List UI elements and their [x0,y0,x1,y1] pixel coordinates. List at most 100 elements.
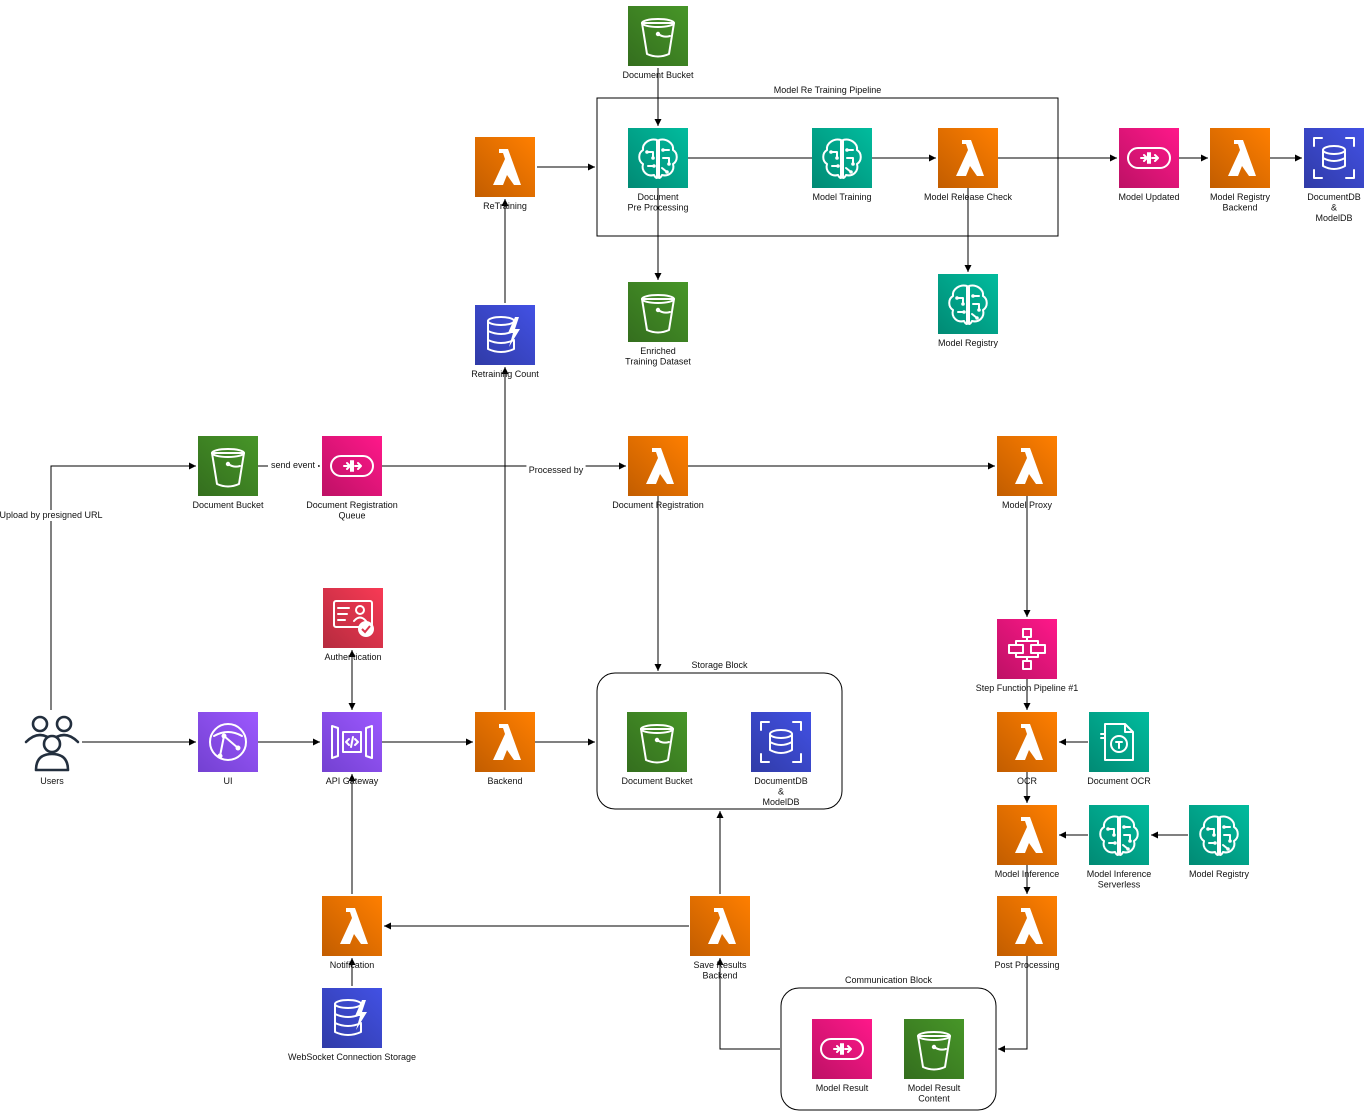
brain-icon [1089,805,1149,865]
communication-block-title: Communication Block [845,975,933,985]
edge-users-to-doc-bucket-mid: Upload by presigned URL [0,462,196,710]
model-training-node[interactable]: Model Training [812,128,872,202]
queue-icon [812,1019,872,1079]
storage-documentdb-node[interactable]: DocumentDB&ModelDB [751,712,811,807]
lambda-icon [938,128,998,188]
connector-arrow [998,956,1028,1053]
queue-icon [322,436,382,496]
storage-block-frame [596,672,843,810]
websocket-storage-node[interactable]: WebSocket Connection Storage [288,988,416,1062]
backend-label: Backend [487,776,522,786]
doc-registration-label: Document Registration [612,500,704,510]
authentication-label: Authentication [324,652,381,662]
database-icon [1304,128,1364,188]
model-updated-label: Model Updated [1118,192,1179,202]
edge-label-background [526,465,586,476]
api-gateway-node[interactable]: API Gateway [322,712,382,786]
api-gateway-label: API Gateway [326,776,379,786]
retraining-node[interactable]: ReTraining [475,137,535,211]
step-function-node[interactable]: Step Function Pipeline #1 [976,619,1079,693]
model-result-label: Model Result [816,1083,869,1093]
communication-block-group: Communication Block [780,975,997,1111]
ocr-node[interactable]: OCR [997,712,1057,786]
ui-label: UI [224,776,233,786]
notification-label: Notification [330,960,375,970]
textract-icon [1089,712,1149,772]
storage-doc-bucket-node[interactable]: Document Bucket [621,712,693,786]
model-registry-bottom-label: Model Registry [1189,869,1250,879]
storage-block-title: Storage Block [691,660,748,670]
storage-documentdb-label: DocumentDB&ModelDB [754,776,808,807]
backend-node[interactable]: Backend [475,712,535,786]
brain-icon [812,128,872,188]
edge-label: Processed by [529,465,584,475]
lambda-icon [997,712,1057,772]
brain-icon [628,128,688,188]
doc-bucket-mid-label: Document Bucket [192,500,264,510]
queue-icon [1119,128,1179,188]
model-registry-bottom-node[interactable]: Model Registry [1189,805,1250,879]
retraining-pipeline-group: Model Re Training Pipeline [596,85,1059,237]
lambda-icon [628,436,688,496]
bucket-icon [904,1019,964,1079]
cloudfront-icon [198,712,258,772]
document-ocr-node[interactable]: Document OCR [1087,712,1151,786]
connector-arrow [716,958,780,1050]
database-icon [751,712,811,772]
model-registry-top-label: Model Registry [938,338,999,348]
dynamodb-icon [475,305,535,365]
edge-label: Upload by presigned URL [0,510,103,520]
brain-icon [1189,805,1249,865]
documentdb-top-label: DocumentDB&ModelDB [1307,192,1361,223]
lambda-icon [997,805,1057,865]
doc-bucket-top-node[interactable]: Document Bucket [622,6,694,80]
model-release-check-node[interactable]: Model Release Check [924,128,1013,202]
lambda-icon [1210,128,1270,188]
bucket-icon [628,282,688,342]
dynamodb-icon [322,988,382,1048]
ui-node[interactable]: UI [198,712,258,786]
users-label: Users [40,776,64,786]
edge-post-processing-to-communication-block [998,956,1028,1053]
post-processing-label: Post Processing [994,960,1059,970]
documentdb-top-node[interactable]: DocumentDB&ModelDB [1304,128,1364,223]
model-proxy-node[interactable]: Model Proxy [997,436,1057,510]
lambda-icon [475,712,535,772]
doc-bucket-top-label: Document Bucket [622,70,694,80]
model-training-label: Model Training [812,192,871,202]
model-result-node[interactable]: Model Result [812,1019,872,1093]
communication-block-frame [780,987,997,1111]
doc-registration-node[interactable]: Document Registration [612,436,704,510]
websocket-storage-label: WebSocket Connection Storage [288,1052,416,1062]
bucket-icon [628,6,688,66]
retraining-label: ReTraining [483,201,527,211]
notification-node[interactable]: Notification [322,896,382,970]
retraining-pipeline-frame [596,97,1059,237]
model-updated-node[interactable]: Model Updated [1118,128,1180,202]
retraining-count-label: Retraining Count [471,369,539,379]
storage-doc-bucket-label: Document Bucket [621,776,693,786]
storage-block-group: Storage Block [596,660,843,810]
post-processing-node[interactable]: Post Processing [994,896,1060,970]
doc-bucket-mid-node[interactable]: Document Bucket [192,436,264,510]
retraining-count-node[interactable]: Retraining Count [471,305,539,379]
authentication-node[interactable]: Authentication [323,588,383,662]
model-registry-top-node[interactable]: Model Registry [938,274,999,348]
document-ocr-label: Document OCR [1087,776,1151,786]
model-inference-node[interactable]: Model Inference [995,805,1060,879]
users-node[interactable]: Users [24,715,80,786]
retraining-pipeline-title: Model Re Training Pipeline [774,85,882,95]
